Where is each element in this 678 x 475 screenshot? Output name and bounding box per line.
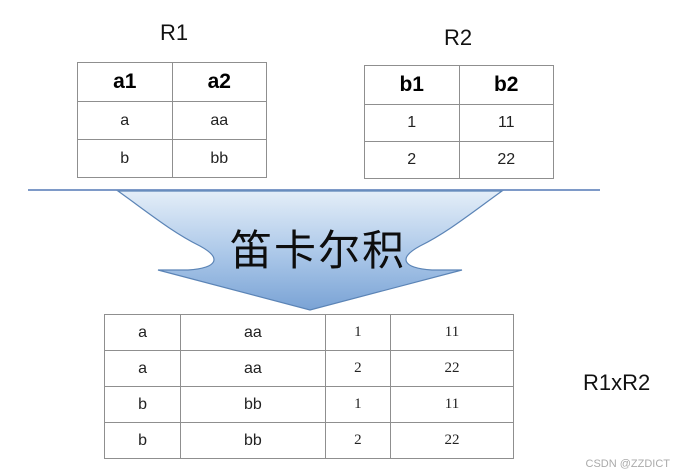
funnel-shape: [116, 190, 504, 311]
table-cell: 2: [364, 141, 460, 179]
table-row: 2 22: [364, 141, 554, 179]
table-row: 1 11: [364, 104, 554, 142]
table-cell: 1: [324, 386, 391, 423]
table-cell: 1: [324, 314, 391, 351]
table-cell: a: [103, 350, 182, 387]
result-table: a aa 1 11 a aa 2 22 b bb 1 11 b bb 2 22: [103, 314, 515, 459]
table-row: b bb 1 11: [103, 386, 515, 423]
table-cell: b: [77, 139, 173, 178]
r2-table: b1 b2 1 11 2 22: [364, 65, 554, 179]
table-cell: 22: [458, 141, 554, 179]
watermark: CSDN @ZZDICT: [585, 458, 671, 470]
table-cell: 11: [389, 386, 515, 423]
result-title: R1xR2: [583, 370, 651, 395]
operation-label: 笛卡尔积: [229, 226, 406, 275]
table-cell: bb: [180, 422, 326, 459]
column-header: a2: [171, 62, 267, 102]
table-row: a aa 1 11: [103, 314, 515, 351]
table-cell: aa: [180, 314, 326, 351]
table-header-row: a1 a2: [77, 62, 267, 102]
table-cell: b: [103, 386, 182, 423]
table-cell: 2: [324, 422, 391, 459]
table-row: a aa: [77, 101, 267, 140]
r1-table: a1 a2 a aa b bb: [77, 62, 267, 178]
table-cell: 11: [458, 104, 554, 142]
table-cell: aa: [180, 350, 326, 387]
table-cell: 22: [389, 422, 515, 459]
column-header: a1: [77, 62, 173, 102]
table-cell: bb: [171, 139, 267, 178]
table-cell: bb: [180, 386, 326, 423]
table-row: b bb 2 22: [103, 422, 515, 459]
r2-title: R2: [444, 25, 473, 50]
table-cell: 1: [364, 104, 460, 142]
table-header-row: b1 b2: [364, 65, 554, 105]
table-cell: a: [103, 314, 182, 351]
table-row: b bb: [77, 139, 267, 178]
table-row: a aa 2 22: [103, 350, 515, 387]
r1-title: R1: [160, 20, 189, 45]
table-cell: aa: [171, 101, 267, 140]
table-cell: a: [77, 101, 173, 140]
table-cell: 11: [389, 314, 515, 351]
column-header: b2: [458, 65, 554, 105]
table-cell: 2: [324, 350, 391, 387]
table-cell: 22: [389, 350, 515, 387]
column-header: b1: [364, 65, 460, 105]
table-cell: b: [103, 422, 182, 459]
